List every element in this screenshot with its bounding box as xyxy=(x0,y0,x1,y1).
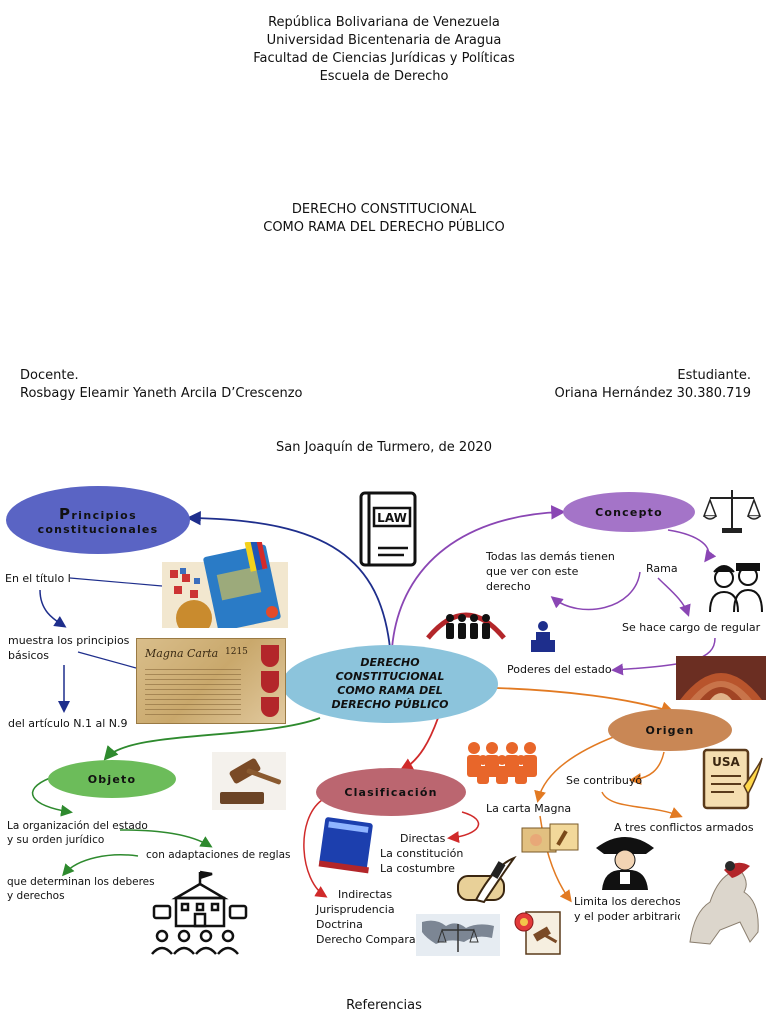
podium-icon xyxy=(531,621,555,652)
magna-carta-year: 1215 xyxy=(225,647,248,657)
indirectas-item-2: Doctrina xyxy=(316,918,363,931)
principios-initial: P xyxy=(58,504,72,523)
principios-item-2b: básicos xyxy=(8,649,50,662)
estudiante-block: Estudiante. Oriana Hernández 30.380.719 xyxy=(555,367,751,403)
link-center-origen xyxy=(495,687,676,716)
principios-title: rincipios xyxy=(71,508,138,522)
link-center-principios xyxy=(186,510,391,649)
indirectas-item-1: Jurisprudencia xyxy=(316,903,395,916)
usa-label: USA xyxy=(712,755,740,769)
objeto-title: Objeto xyxy=(87,772,137,786)
concepto-title: Concepto xyxy=(595,505,663,519)
objeto-organizacion-1: La organización del estado xyxy=(7,820,148,832)
team-icon xyxy=(467,742,537,784)
principios-item-2: muestra los principios básicos xyxy=(8,633,129,663)
concepto-rama: Rama xyxy=(646,562,678,575)
law-book-icon: LAW xyxy=(359,491,417,567)
link-center-clasificacion xyxy=(398,717,439,772)
law-label: LAW xyxy=(377,511,407,525)
center-line-4: DERECHO PÚBLICO xyxy=(331,698,449,711)
docente-block: Docente. Rosbagy Eleamir Yaneth Arcila D… xyxy=(20,367,302,403)
principios-title-line2: constitucionales xyxy=(37,522,159,536)
napoleon-portrait-icon xyxy=(596,837,654,890)
header-line-2: Universidad Bicentenaria de Aragua xyxy=(266,33,502,48)
header-line-1: República Bolivariana de Venezuela xyxy=(268,15,500,30)
concepto-todas-2: que ver con este xyxy=(486,565,579,578)
document-title: DERECHO CONSTITUCIONAL COMO RAMA DEL DER… xyxy=(0,201,768,237)
napoleon-horse-image xyxy=(680,852,768,950)
directas-item-1: La constitución xyxy=(380,847,464,860)
origen-limita-1: Limita los derechos xyxy=(574,895,681,908)
blue-book-image xyxy=(318,817,373,874)
clasificacion-node[interactable]: Clasificación xyxy=(316,768,466,816)
concepto-todas-3: derecho xyxy=(486,580,531,593)
usa-scroll-icon: USA xyxy=(702,748,763,810)
place-date: San Joaquín de Turmero, de 2020 xyxy=(276,440,492,455)
objeto-organizacion-2: y su orden jurídico xyxy=(7,834,105,846)
parliament-image xyxy=(676,656,766,700)
clasificacion-indirectas: Indirectas Jurisprudencia Doctrina Derec… xyxy=(316,887,429,947)
principios-item-2a: muestra los principios xyxy=(8,634,130,647)
certificate-gavel-icon xyxy=(514,911,561,955)
gavel-image xyxy=(212,752,286,810)
referencias-heading: Referencias xyxy=(346,998,422,1013)
origen-contribuyo: Se contribuyó xyxy=(566,774,643,787)
constitution-book-image xyxy=(162,542,288,628)
scales-icon xyxy=(702,490,762,533)
objeto-organizacion: La organización del estado y su orden ju… xyxy=(7,819,148,847)
principios-node[interactable]: Principios constitucionales xyxy=(6,486,190,554)
link-center-objeto xyxy=(103,717,321,761)
institution-header: República Bolivariana de Venezuela Unive… xyxy=(0,14,768,86)
header-line-3: Facultad de Ciencias Jurídicas y Polític… xyxy=(253,51,515,66)
quill-scroll-icon xyxy=(457,856,517,904)
government-building-icon xyxy=(151,870,248,955)
directas-title: Directas xyxy=(400,832,446,845)
center-line-3: COMO RAMA DEL xyxy=(337,684,443,697)
concepto-node[interactable]: Concepto xyxy=(563,492,695,532)
objeto-adaptaciones: con adaptaciones de reglas xyxy=(146,849,291,861)
objeto-node[interactable]: Objeto xyxy=(48,760,176,798)
center-line-1: DERECHO xyxy=(360,656,420,669)
concepto-poderes: Poderes del estado xyxy=(507,663,612,676)
origen-conflictos: A tres conflictos armados xyxy=(614,821,754,834)
origen-limita-2: y el poder arbitrario xyxy=(574,910,684,923)
world-scales-image xyxy=(416,914,500,956)
clasificacion-directas: Directas La constitución La costumbre xyxy=(380,831,463,876)
estudiante-name: Oriana Hernández 30.380.719 xyxy=(554,386,751,401)
estudiante-label: Estudiante. xyxy=(677,368,751,383)
docente-label: Docente. xyxy=(20,368,79,383)
principios-item-1: En el título I xyxy=(5,572,71,585)
center-line-2: CONSTITUCIONAL xyxy=(335,670,445,683)
center-node[interactable]: DERECHO CONSTITUCIONAL COMO RAMA DEL DER… xyxy=(282,645,498,723)
concepto-cargo: Se hace cargo de regular xyxy=(622,621,761,634)
indirectas-item-3: Derecho Comparado xyxy=(316,933,430,946)
principios-item-3: del artículo N.1 al N.9 xyxy=(8,717,128,730)
directas-item-2: La costumbre xyxy=(380,862,455,875)
objeto-deberes: que determinan los deberes y derechos xyxy=(7,875,155,903)
origen-node[interactable]: Origen xyxy=(608,709,732,751)
origen-title: Origen xyxy=(645,723,695,737)
signing-hands-icon xyxy=(521,823,579,853)
magna-carta-image: Magna Carta 1215 xyxy=(136,638,286,724)
header-line-4: Escuela de Derecho xyxy=(319,69,449,84)
concepto-todas-1: Todas las demás tienen xyxy=(486,550,615,563)
docente-name: Rosbagy Eleamir Yaneth Arcila D’Crescenz… xyxy=(20,386,303,401)
indirectas-title: Indirectas xyxy=(338,888,393,901)
title-line-1: DERECHO CONSTITUCIONAL xyxy=(291,202,477,217)
objeto-deberes-1: que determinan los deberes xyxy=(7,876,155,888)
objeto-deberes-2: y derechos xyxy=(7,890,65,902)
title-line-2: COMO RAMA DEL DERECHO PÚBLICO xyxy=(263,220,505,235)
magna-carta-label: Magna Carta xyxy=(145,647,219,660)
link-center-concepto xyxy=(391,505,566,649)
origen-limita: Limita los derechos y el poder arbitrari… xyxy=(574,894,684,924)
clasificacion-title: Clasificación xyxy=(344,785,438,799)
origen-carta: La carta Magna xyxy=(486,802,572,815)
concepto-todas: Todas las demás tienen que ver con este … xyxy=(486,549,615,594)
people-group-icon xyxy=(426,612,506,640)
officers-icon xyxy=(709,563,763,613)
